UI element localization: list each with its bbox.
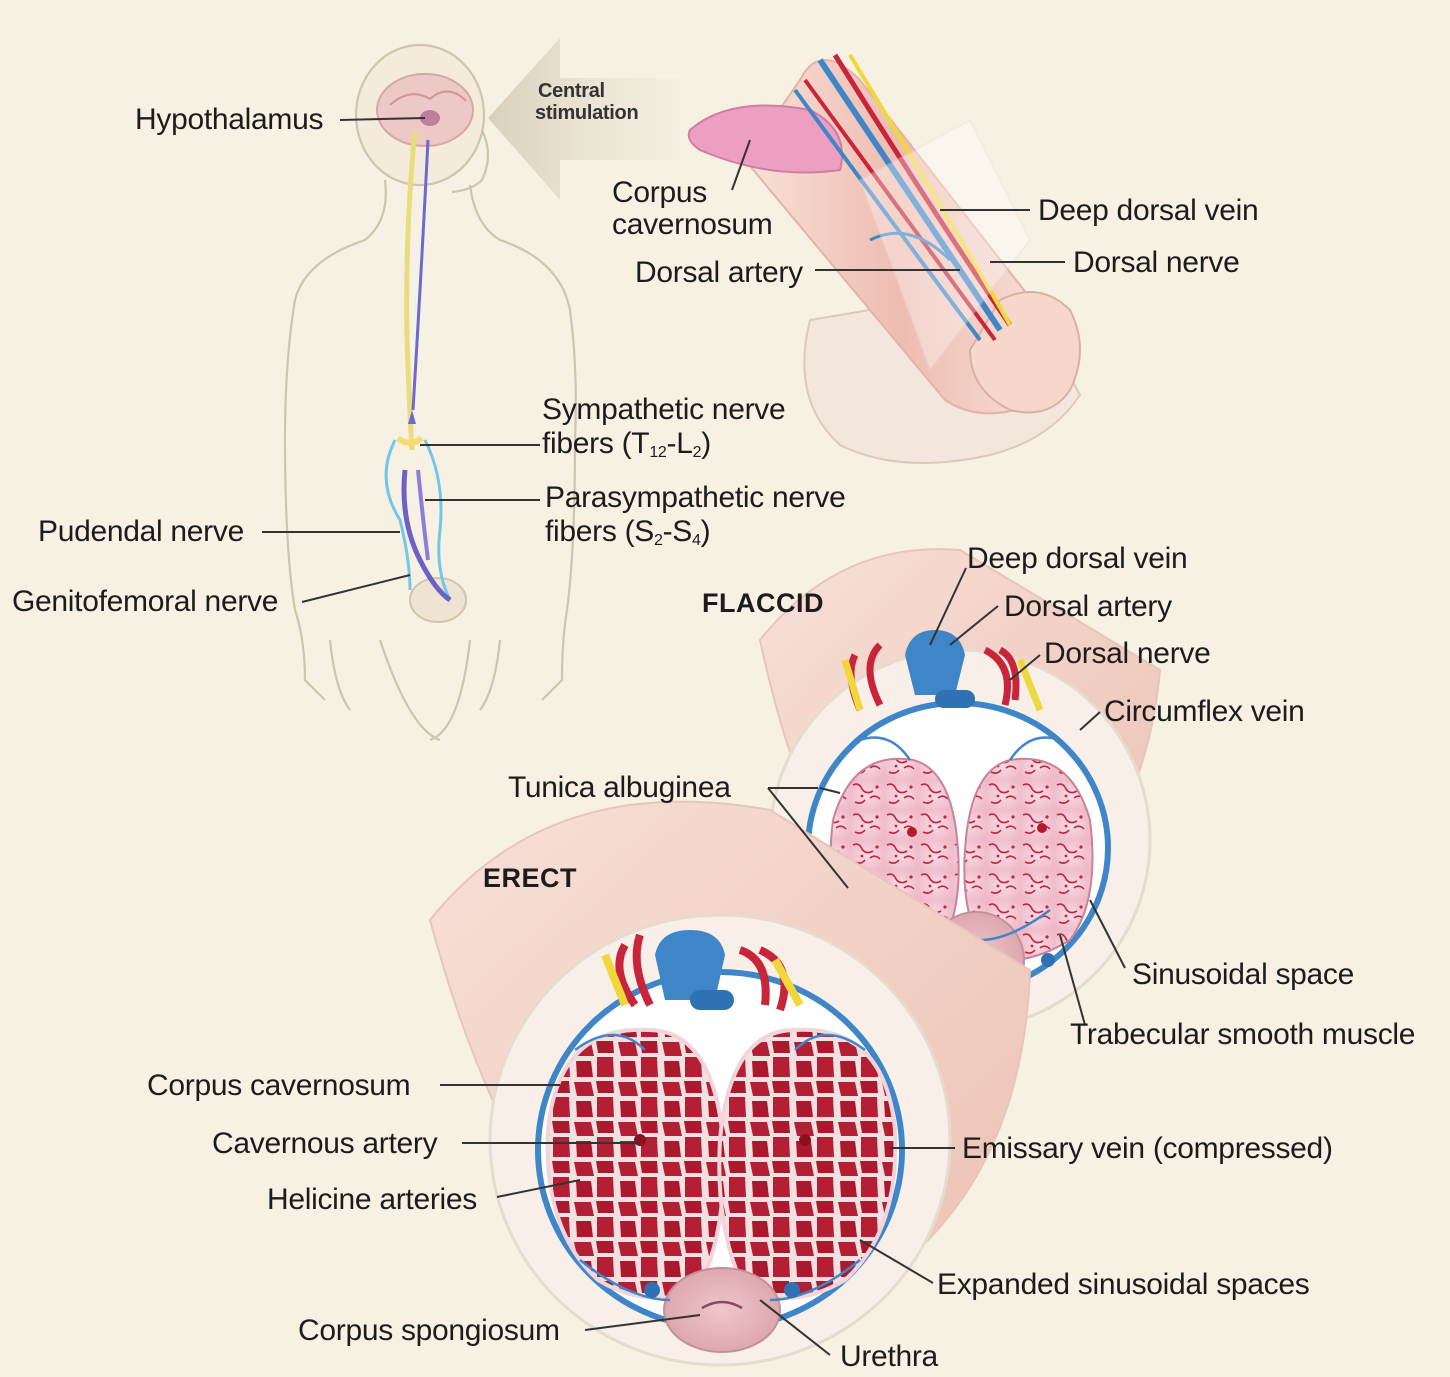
- label-tunica-albuginea: Tunica albuginea: [508, 771, 731, 805]
- label-sympathetic-line2: fibers (T12-L2): [542, 427, 711, 461]
- label-helicine-arteries: Helicine arteries: [267, 1183, 477, 1217]
- label-emissary-vein: Emissary vein (compressed): [962, 1132, 1333, 1166]
- label-dorsal-nerve-top: Dorsal nerve: [1073, 246, 1239, 280]
- label-corpus-cavernosum-top-line2: cavernosum: [612, 208, 772, 242]
- pelvic-nerve-plexus: [386, 440, 450, 600]
- label-erect-heading: ERECT: [483, 861, 577, 895]
- label-cavernous-artery: Cavernous artery: [212, 1127, 437, 1161]
- erect-spongiosum: [664, 1268, 780, 1352]
- label-parasympathetic-line1: Parasympathetic nerve: [545, 481, 846, 515]
- label-parasympathetic-line2: fibers (S2-S4): [545, 515, 710, 549]
- label-dorsal-artery-flaccid: Dorsal artery: [1004, 590, 1172, 624]
- label-deep-dorsal-vein-top: Deep dorsal vein: [1038, 194, 1258, 228]
- label-corpus-cavernosum-top-line1: Corpus: [612, 176, 707, 210]
- label-genitofemoral-nerve: Genitofemoral nerve: [12, 585, 278, 619]
- label-corpus-spongiosum: Corpus spongiosum: [298, 1314, 560, 1348]
- label-circumflex-vein: Circumflex vein: [1104, 695, 1305, 729]
- label-sinusoidal-space: Sinusoidal space: [1132, 958, 1354, 992]
- brain-shape: [377, 74, 473, 146]
- label-deep-dorsal-vein-flaccid: Deep dorsal vein: [967, 542, 1187, 576]
- label-corpus-cavernosum-erect: Corpus cavernosum: [147, 1069, 410, 1103]
- label-hypothalamus: Hypothalamus: [135, 103, 323, 137]
- corpus-cavernosum-extended: [689, 106, 842, 173]
- label-trabecular-smooth-muscle: Trabecular smooth muscle: [1070, 1018, 1415, 1052]
- label-sympathetic-line1: Sympathetic nerve: [542, 393, 785, 427]
- label-central-stimulation-line1: Central: [538, 80, 605, 102]
- label-pudendal-nerve: Pudendal nerve: [38, 515, 244, 549]
- label-dorsal-nerve-flaccid: Dorsal nerve: [1044, 637, 1210, 671]
- label-central-stimulation-line2: stimulation: [535, 102, 638, 124]
- label-flaccid-heading: FLACCID: [702, 586, 824, 620]
- genitals-figure: [410, 578, 466, 622]
- label-expanded-sinusoidal-spaces: Expanded sinusoidal spaces: [937, 1268, 1309, 1302]
- label-dorsal-artery-top: Dorsal artery: [635, 256, 803, 290]
- label-urethra: Urethra: [840, 1340, 938, 1374]
